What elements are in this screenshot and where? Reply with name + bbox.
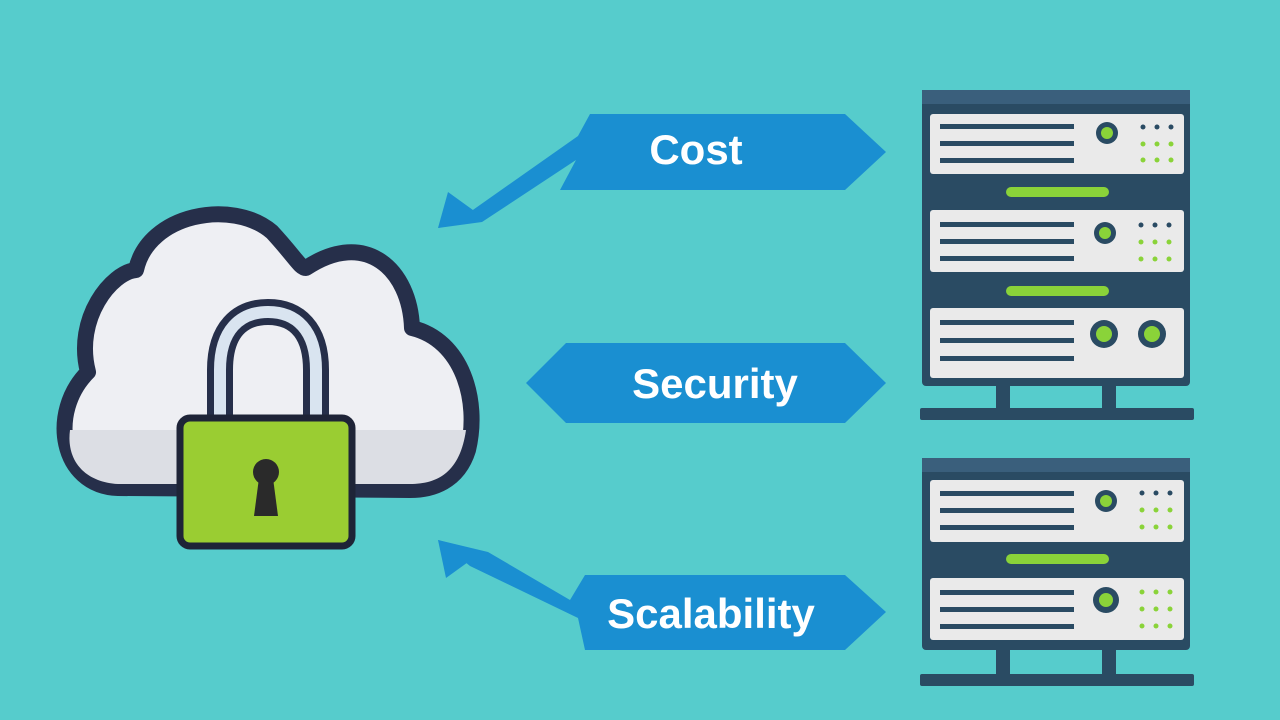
padlock-icon	[176, 298, 356, 550]
server-rack-icon	[920, 90, 1194, 420]
scalability-arrow: Scalability	[438, 540, 886, 650]
cost-arrow: Cost	[438, 114, 886, 228]
arrow-label-security: Security	[632, 360, 798, 407]
arrow-label-cost: Cost	[649, 126, 742, 173]
cloud-shape	[56, 206, 480, 498]
server-unit	[930, 480, 1184, 542]
server-unit	[930, 114, 1184, 174]
server-rack-icon	[920, 458, 1194, 686]
arrow-label-scalability: Scalability	[607, 590, 815, 637]
security-arrow: Security	[526, 343, 886, 423]
server-unit	[930, 308, 1184, 378]
server-unit	[930, 210, 1184, 272]
cloud-icon	[56, 206, 480, 498]
server-unit	[930, 578, 1184, 640]
